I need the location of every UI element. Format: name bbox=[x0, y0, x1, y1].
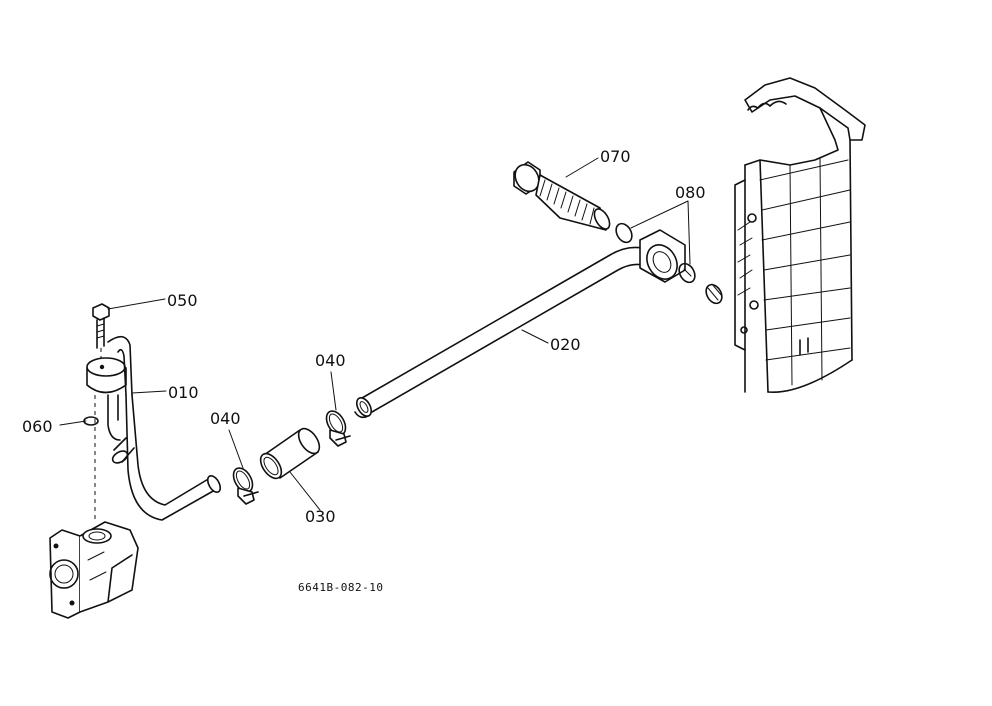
transmission-housing bbox=[734, 77, 866, 394]
drawing-reference: 6641B-082-10 bbox=[298, 581, 383, 594]
label-060: 060 bbox=[22, 417, 53, 436]
label-050: 050 bbox=[167, 291, 198, 310]
clamp-040-upper bbox=[325, 410, 351, 447]
label-010: 010 bbox=[168, 383, 199, 402]
label-080: 080 bbox=[675, 183, 706, 202]
label-040-upper: 040 bbox=[315, 351, 346, 370]
bolt-070 bbox=[513, 161, 611, 231]
leader-lines bbox=[59, 157, 691, 511]
hose-030 bbox=[259, 427, 321, 480]
pipe-020 bbox=[354, 229, 686, 419]
label-070: 070 bbox=[600, 147, 631, 166]
fitting bbox=[705, 283, 723, 305]
pump-body bbox=[49, 521, 139, 619]
orings-080 bbox=[615, 222, 696, 284]
label-030: 030 bbox=[305, 507, 336, 526]
clamp-040-lower bbox=[232, 467, 259, 505]
label-040-lower: 040 bbox=[210, 409, 241, 428]
pipe-010 bbox=[86, 335, 222, 521]
label-020: 020 bbox=[550, 335, 581, 354]
bolt-050 bbox=[92, 303, 110, 360]
